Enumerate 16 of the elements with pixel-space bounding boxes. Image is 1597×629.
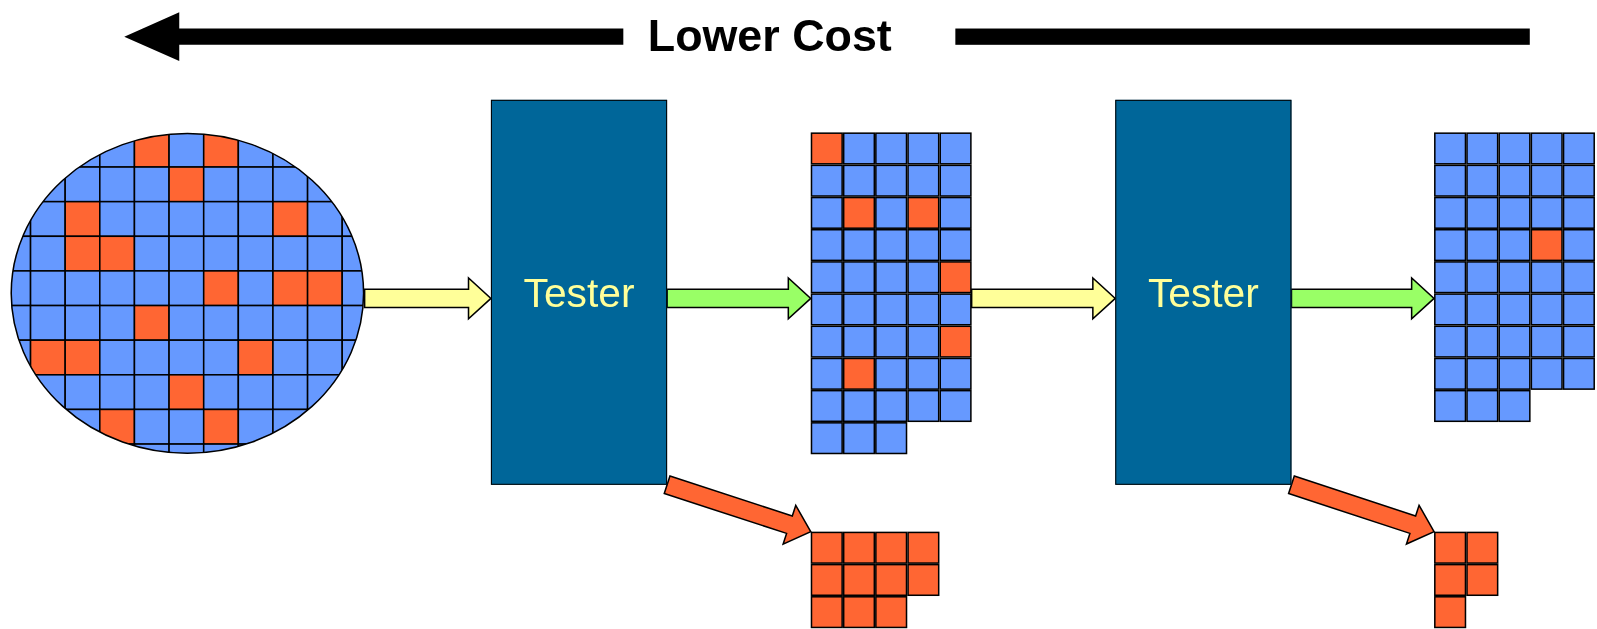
die-grid-drawing (810, 132, 972, 455)
tester-label: Tester (523, 269, 635, 316)
tester-box (1115, 99, 1292, 485)
block-arrow (970, 276, 1117, 321)
tester-box (490, 99, 668, 485)
block-arrow (1290, 276, 1436, 321)
direction-label: Lower Cost (647, 10, 892, 62)
block-arrow (663, 475, 812, 546)
block-arrow (363, 276, 493, 321)
tester-label: Tester (1147, 269, 1259, 316)
rejected-dies-drawing (810, 531, 940, 629)
block-arrow (666, 276, 812, 321)
rejected-dies-drawing (1434, 531, 1499, 629)
die-grid-drawing (1434, 132, 1595, 423)
wafer-drawing (10, 132, 365, 455)
block-arrow (1287, 475, 1436, 546)
